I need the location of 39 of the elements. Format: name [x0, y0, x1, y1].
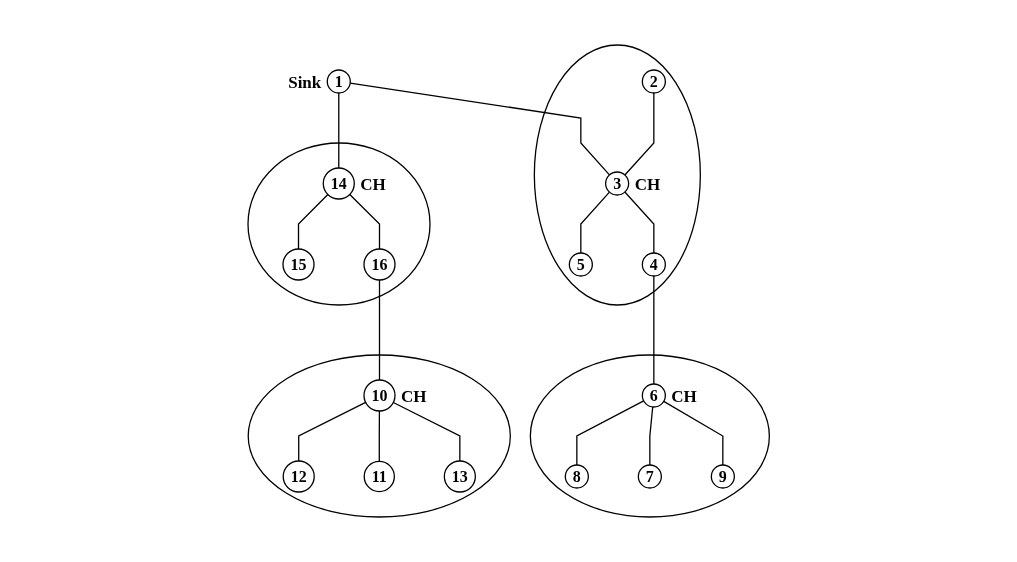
- connector: [378, 410, 380, 463]
- node-circle: 16: [363, 248, 396, 281]
- connector: [624, 191, 655, 254]
- connector: [348, 193, 380, 250]
- node-circle: 11: [363, 460, 395, 493]
- cluster-ellipse: [529, 354, 770, 518]
- node-caption: Sink: [288, 72, 322, 92]
- node-circle: 1: [326, 69, 351, 94]
- node-circle: 5: [568, 252, 593, 277]
- cluster-ellipse: [247, 354, 511, 518]
- connector: [662, 400, 724, 466]
- connector: [580, 191, 610, 254]
- connector: [649, 406, 654, 466]
- node-circle: 10: [363, 379, 396, 412]
- cluster-ellipse: [533, 44, 701, 306]
- node-circle: 9: [710, 464, 735, 489]
- connector: [297, 193, 329, 250]
- connector: [624, 92, 655, 176]
- connector: [349, 82, 610, 176]
- node-circle: 14: [322, 167, 355, 200]
- connector: [653, 275, 655, 385]
- node-caption: CH: [360, 174, 386, 194]
- node-caption: CH: [671, 386, 697, 406]
- node-circle: 3: [604, 171, 630, 196]
- node-circle: 2: [641, 69, 666, 94]
- node-caption: CH: [634, 174, 660, 194]
- connector: [392, 401, 461, 462]
- connector: [297, 401, 367, 462]
- node-circle: 7: [637, 464, 662, 489]
- cluster-ellipse: [247, 142, 431, 306]
- node-circle: 15: [282, 248, 315, 281]
- node-circle: 12: [282, 460, 315, 493]
- node-circle: 4: [641, 252, 666, 277]
- connector: [378, 279, 380, 381]
- node-circle: 6: [641, 383, 666, 408]
- node-circle: 8: [564, 464, 589, 489]
- node-circle: 13: [443, 460, 476, 493]
- connector: [337, 92, 340, 169]
- node-caption: CH: [400, 386, 427, 406]
